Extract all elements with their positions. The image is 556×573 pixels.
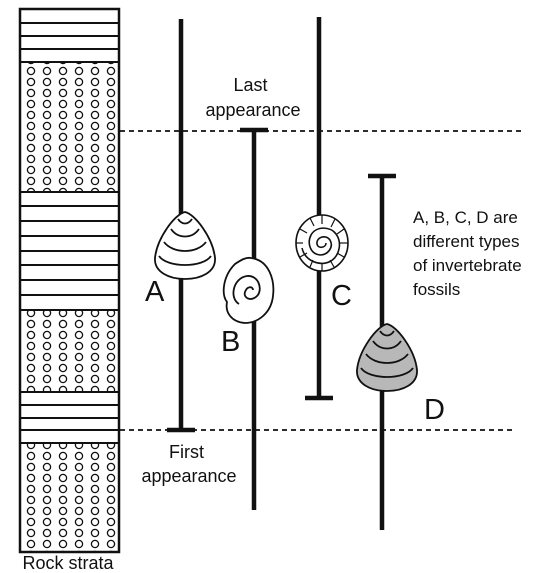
fossil-d-shell-icon (356, 323, 418, 392)
legend-note-line-3: of invertebrate (413, 256, 522, 275)
fossil-label-b: B (221, 326, 240, 358)
fossil-label-c: C (331, 280, 352, 312)
last-appearance-line-1: Last (233, 75, 267, 95)
rock-strata-column (18, 7, 121, 554)
dotted-layer-bottom (20, 443, 119, 552)
fossil-a-shell-icon (154, 211, 216, 280)
fossil-b-coiled-icon (222, 256, 275, 324)
legend-note-line-2: different types (413, 232, 519, 251)
rock-strata-label: Rock strata (22, 553, 114, 573)
first-appearance-line-2: appearance (141, 466, 236, 486)
strata-column-border (18, 7, 121, 554)
fossil-c-ammonite-icon (295, 214, 349, 272)
first-appearance-line-1: First (169, 442, 204, 462)
first-appearance-label: First appearance (141, 442, 236, 486)
legend-note-line-4: fossils (413, 280, 460, 299)
strata-layer-lines (20, 22, 119, 444)
last-appearance-line-2: appearance (205, 100, 300, 120)
legend-note-line-1: A, B, C, D are (413, 208, 518, 227)
dotted-layer-middle (20, 310, 119, 392)
fossil-label-d: D (424, 394, 445, 426)
fossil-label-a: A (145, 276, 165, 308)
dotted-layer-top (20, 62, 119, 192)
legend-note: A, B, C, D are different types of invert… (413, 208, 526, 299)
last-appearance-label: Last appearance (205, 75, 300, 120)
